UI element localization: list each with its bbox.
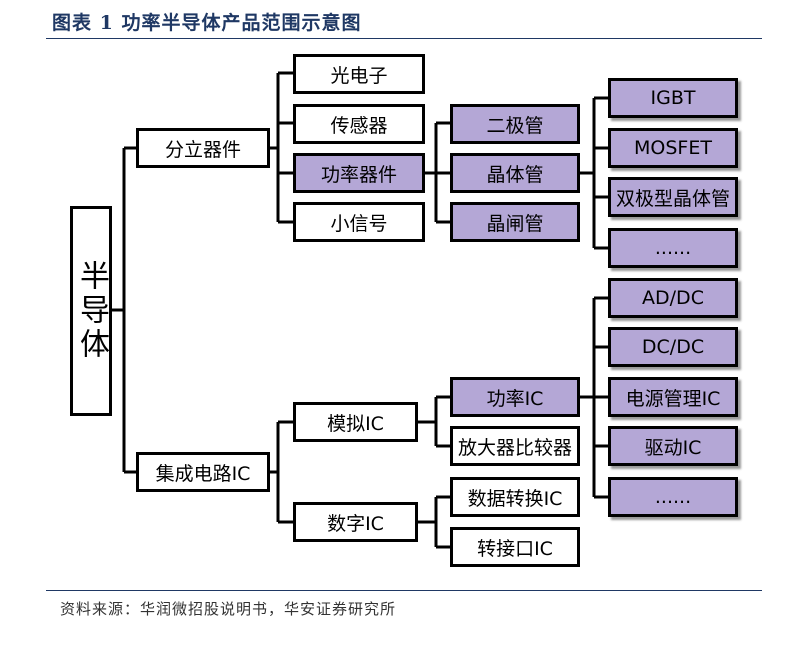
node-dc-dc: DC/DC [608, 327, 738, 367]
node-power-management-ic: 电源管理IC [608, 377, 738, 417]
node-integrated-circuit: 集成电路IC [136, 452, 270, 492]
node-digital-ic: 数字IC [293, 502, 418, 542]
node-power-ic: 功率IC [450, 377, 580, 417]
node-data-conversion-ic: 数据转换IC [450, 477, 580, 517]
node-analog-ic: 模拟IC [293, 402, 418, 442]
node-discrete-devices: 分立器件 [136, 128, 270, 168]
node-sensor: 传感器 [293, 104, 425, 144]
node-thyristor: 晶闸管 [450, 202, 580, 242]
node-transistor: 晶体管 [450, 153, 580, 193]
node-igbt: IGBT [608, 78, 738, 118]
node-mosfet: MOSFET [608, 128, 738, 168]
node-small-signal: 小信号 [293, 202, 425, 242]
node-driver-ic: 驱动IC [608, 426, 738, 466]
node-transistor-more: ...... [608, 228, 738, 268]
bottom-rule [46, 590, 762, 591]
node-diode: 二极管 [450, 104, 580, 144]
node-ac-dc: AD/DC [608, 278, 738, 318]
node-amplifier-comparator: 放大器比较器 [450, 426, 580, 466]
node-power-devices: 功率器件 [293, 153, 425, 193]
root-semiconductor: 半导体 [70, 206, 112, 416]
top-rule [46, 38, 762, 39]
node-optoelectronics: 光电子 [293, 54, 425, 94]
node-bipolar-transistor: 双极型晶体管 [608, 177, 738, 217]
source-note: 资料来源：华润微招股说明书，华安证券研究所 [60, 600, 397, 618]
node-power-ic-more: ...... [608, 477, 738, 517]
node-interface-ic: 转接口IC [450, 527, 580, 567]
figure-title: 图表 1 功率半导体产品范围示意图 [52, 12, 362, 34]
